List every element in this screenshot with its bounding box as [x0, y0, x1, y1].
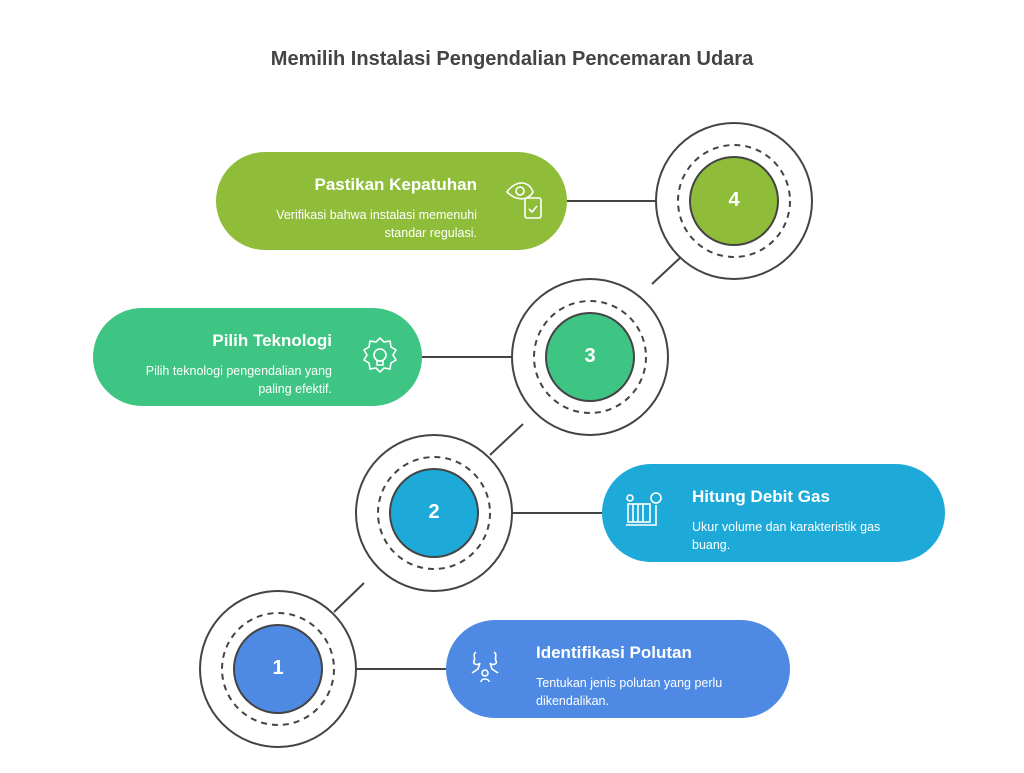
eye-clipboard-icon [505, 182, 542, 219]
step-number: 1 [272, 657, 284, 679]
step-2-marker [355, 434, 513, 592]
step-description: Pilih teknologi pengendalian yang paling… [145, 364, 332, 396]
step-circle [389, 468, 479, 558]
step-3-marker [511, 278, 669, 436]
gear-lightbulb-icon [362, 336, 398, 374]
dashed-ring [221, 612, 335, 726]
step-number: 2 [428, 501, 440, 523]
trees-person-icon [471, 651, 499, 683]
step-title: Pilih Teknologi [212, 331, 332, 350]
dashed-ring [377, 456, 491, 570]
step-number: 4 [728, 189, 740, 211]
gas-meter-icon [626, 492, 662, 526]
dashed-ring [677, 144, 791, 258]
step-title: Hitung Debit Gas [692, 487, 830, 506]
step-circle [689, 156, 779, 246]
dashed-ring [533, 300, 647, 414]
step-1-marker [199, 590, 357, 748]
step-description: Ukur volume dan karakteristik gas buang. [692, 520, 881, 552]
step-circle [233, 624, 323, 714]
step-circle [545, 312, 635, 402]
diagram-title: Memilih Instalasi Pengendalian Pencemara… [270, 48, 754, 70]
step-description: Tentukan jenis polutan yang perlu dikend… [536, 676, 723, 708]
connector-lines [333, 200, 682, 670]
step-4-marker [655, 122, 813, 280]
step-title: Pastikan Kepatuhan [314, 175, 478, 194]
step-title: Identifikasi Polutan [536, 643, 692, 662]
step-number: 3 [584, 345, 596, 367]
step-description: Verifikasi bahwa instalasi memenuhi stan… [276, 208, 477, 240]
